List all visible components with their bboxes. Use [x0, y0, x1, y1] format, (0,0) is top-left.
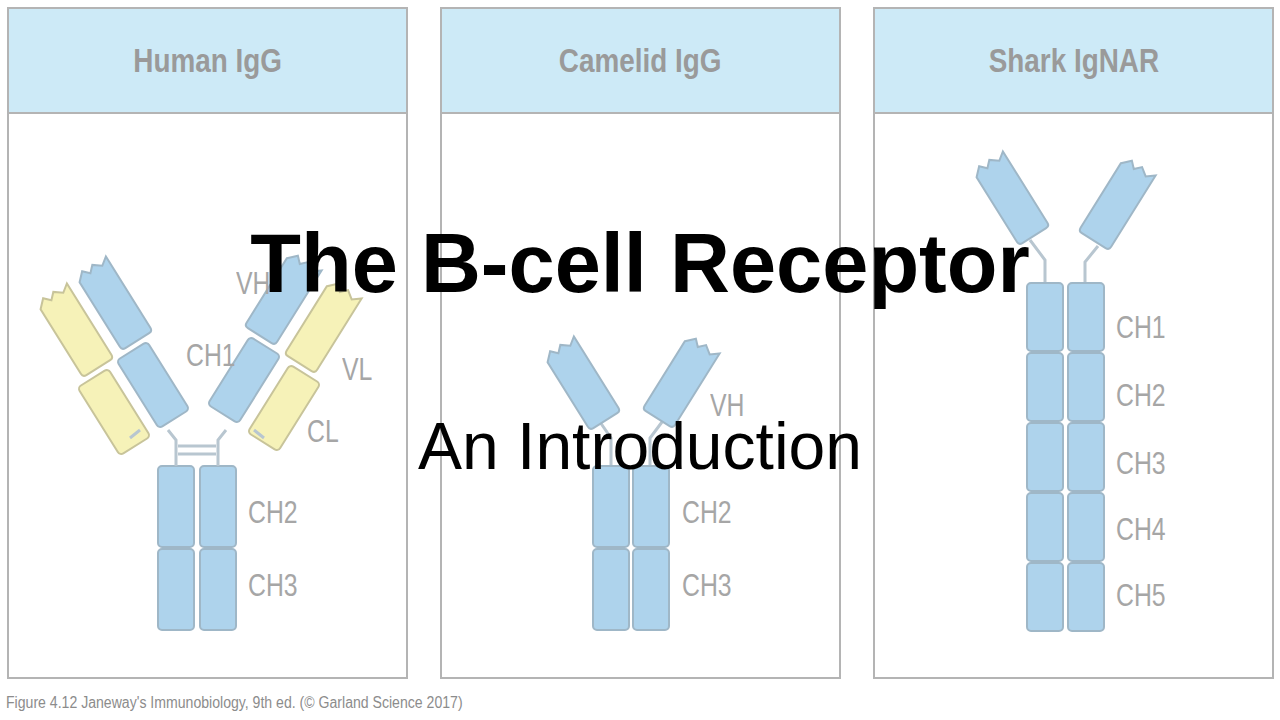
domain-label: CH3	[1116, 448, 1166, 479]
panel-title: Human IgG	[133, 41, 282, 80]
domain-label: CH3	[248, 570, 298, 601]
panel-header: Shark IgNAR	[875, 9, 1272, 114]
domain-label: CH2	[1116, 380, 1166, 411]
panel-title: Camelid IgG	[559, 41, 722, 80]
figure-panel: Shark IgNAR	[873, 7, 1274, 679]
domain-label: CH1	[1116, 312, 1166, 343]
domain-label: CH2	[682, 497, 732, 528]
domain-label: CH4	[1116, 514, 1166, 545]
domain-label: CH2	[248, 497, 298, 528]
domain-label: VL	[342, 354, 372, 385]
domain-label: CH3	[682, 570, 732, 601]
figure-caption: Figure 4.12 Janeway's Immunobiology, 9th…	[6, 694, 463, 712]
domain-label: CL	[307, 416, 339, 447]
domain-label: CH1	[186, 340, 236, 371]
domain-label: CH5	[1116, 580, 1166, 611]
panel-title: Shark IgNAR	[988, 41, 1158, 80]
figure-panel: Camelid IgG	[440, 7, 841, 679]
panel-header: Camelid IgG	[442, 9, 839, 114]
subtitle: An Introduction	[0, 410, 1280, 483]
panel-header: Human IgG	[9, 9, 406, 114]
slide-title: The B-cell Receptor	[0, 218, 1280, 309]
